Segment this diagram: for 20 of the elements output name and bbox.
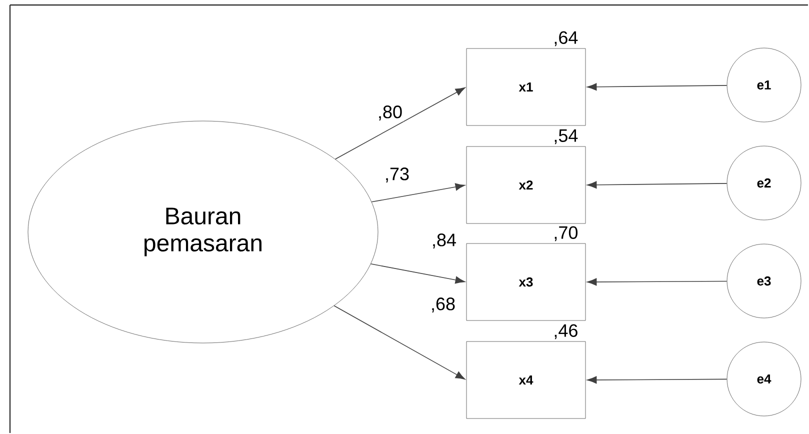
indicator-box: x1 [466,48,586,126]
coefficient-label: ,54 [554,129,578,144]
arrow [370,263,466,284]
arrow [587,181,728,189]
arrow [587,376,728,384]
arrow [587,83,728,91]
arrow [334,87,466,160]
indicator-box: x2 [466,146,586,224]
coefficient-label: ,70 [554,226,578,242]
arrow [371,183,466,202]
arrow [587,278,728,286]
edge-label: ,68 [430,296,457,314]
coefficient-label: ,64 [554,31,578,46]
indicator-box: x4 [466,341,586,419]
edge-label: ,84 [430,232,458,250]
edge-label: ,73 [384,166,411,184]
edge-label: ,80 [376,104,404,122]
arrow [334,305,466,380]
coefficient-label: ,46 [554,324,578,340]
indicator-box: x3 [466,243,586,321]
